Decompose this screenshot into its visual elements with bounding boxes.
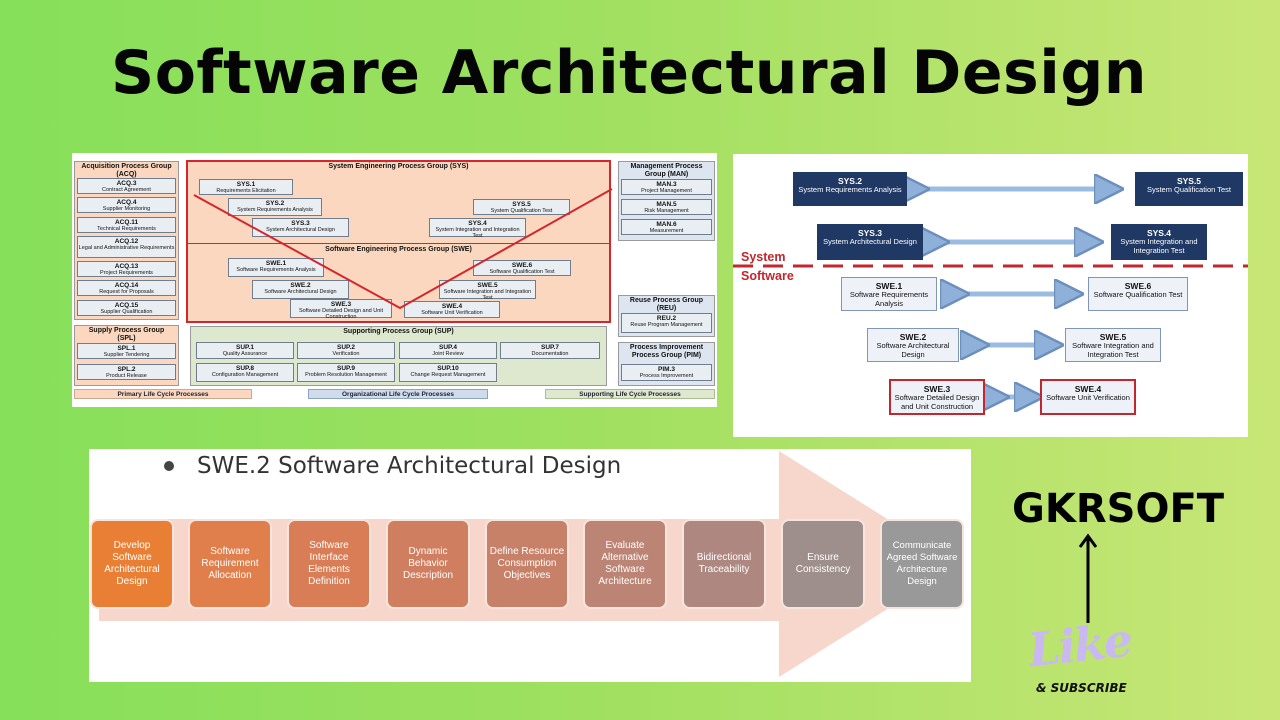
process-step: Evaluate Alternative Software Architectu… <box>583 519 667 609</box>
acq-group-title: Acquisition Process Group (ACQ) <box>81 163 172 178</box>
bullet-icon <box>164 461 174 471</box>
up-arrow-icon <box>1078 533 1098 623</box>
label-software: Software <box>741 269 794 283</box>
band-primary: Primary Life Cycle Processes <box>74 389 252 399</box>
label-system: System <box>741 250 786 264</box>
pim-group-title: Process Improvement Process Group (PIM) <box>629 344 704 359</box>
swe2-steps-image: SWE.2 Software Architectural Design Deve… <box>89 449 971 682</box>
group-divider <box>188 243 609 244</box>
brand-name: GKRSOFT <box>1012 486 1225 532</box>
process-step: Develop Software Architectural Design <box>90 519 174 609</box>
man-group-title: Management Process Group (MAN) <box>630 163 703 178</box>
process-step: Define Resource Consumption Objectives <box>485 519 569 609</box>
subscribe-label[interactable]: & SUBSCRIBE <box>1036 681 1127 695</box>
page-title: Software Architectural Design <box>111 38 1147 108</box>
process-step: Ensure Consistency <box>781 519 865 609</box>
v-model-lines <box>193 188 613 310</box>
band-supporting: Supporting Life Cycle Processes <box>545 389 715 399</box>
band-organizational: Organizational Life Cycle Processes <box>308 389 488 399</box>
like-logo[interactable]: Like <box>1025 612 1134 678</box>
sys-group-title: System Engineering Process Group (SYS) <box>328 163 469 170</box>
process-step: Software Requirement Allocation <box>188 519 272 609</box>
panel3-heading: SWE.2 Software Architectural Design <box>197 453 622 479</box>
reu-group-title: Reuse Process Group (REU) <box>629 297 704 312</box>
swe-group-title: Software Engineering Process Group (SWE) <box>325 246 472 253</box>
spl-group-title: Supply Process Group (SPL) <box>88 327 165 342</box>
v-model-arrows <box>733 154 1248 437</box>
sup-group-title: Supporting Process Group (SUP) <box>343 328 454 335</box>
process-step: Software Interface Elements Definition <box>287 519 371 609</box>
process-step: Bidirectional Traceability <box>682 519 766 609</box>
process-step: Communicate Agreed Software Architecture… <box>880 519 964 609</box>
process-step: Dynamic Behavior Description <box>386 519 470 609</box>
